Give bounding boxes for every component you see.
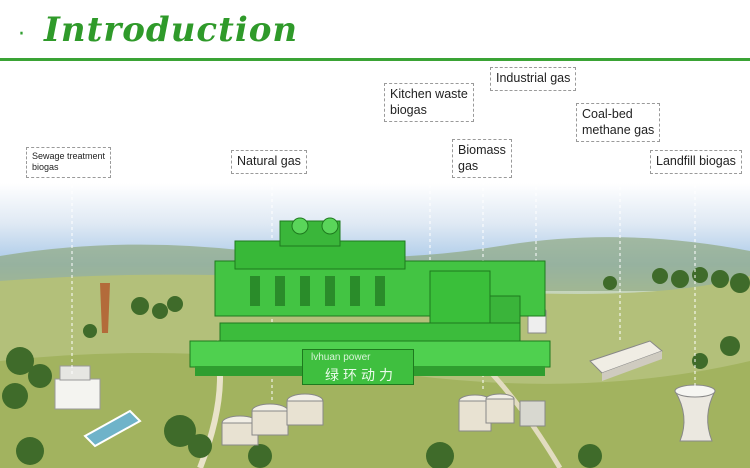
label-line: Industrial gas [496, 71, 571, 85]
header-divider [0, 58, 750, 61]
coalbed-tanks [589, 340, 663, 381]
biomass-tanks [458, 393, 546, 432]
trees [2, 267, 750, 468]
label-line: Kitchen waste [390, 87, 468, 101]
label-line: Biomass [458, 143, 506, 157]
landfill-tower [674, 384, 716, 442]
label-line: Sewage treatment [32, 151, 106, 161]
generator-brand-name: lvhuan power [311, 352, 371, 363]
label-industrial-gas: Industrial gas [490, 67, 577, 91]
generator-brand-plate: lvhuan power 绿环动力 [302, 349, 414, 385]
generator-brand-cn: 绿环动力 [325, 368, 397, 384]
label-line: biogas [32, 162, 59, 173]
label-natural-gas: Natural gas [231, 150, 307, 174]
label-kitchen-waste-biogas: Kitchen waste biogas [384, 83, 474, 123]
label-landfill-biogas: Landfill biogas [650, 150, 742, 174]
label-coal-bed-methane-gas: Coal-bed methane gas [576, 103, 661, 143]
label-line: methane gas [582, 122, 655, 137]
label-biomass-gas: Biomass gas [452, 139, 512, 179]
page-title: Introduction [44, 10, 299, 50]
label-line: Natural gas [237, 154, 301, 168]
landscape-illustration: lvhuan power 绿环动力 Sewage treatment bioga… [0, 61, 750, 468]
label-line: gas [458, 158, 479, 173]
label-sewage-treatment-biogas: Sewage treatment biogas [26, 147, 112, 178]
label-line: Landfill biogas [656, 154, 736, 168]
header: · Introduction [0, 0, 750, 64]
bullet-icon: · [18, 22, 25, 47]
label-line: Coal-bed [582, 107, 633, 121]
gas-tanks [221, 393, 324, 446]
sewage-plant [54, 283, 142, 448]
label-line: biogas [390, 102, 427, 117]
